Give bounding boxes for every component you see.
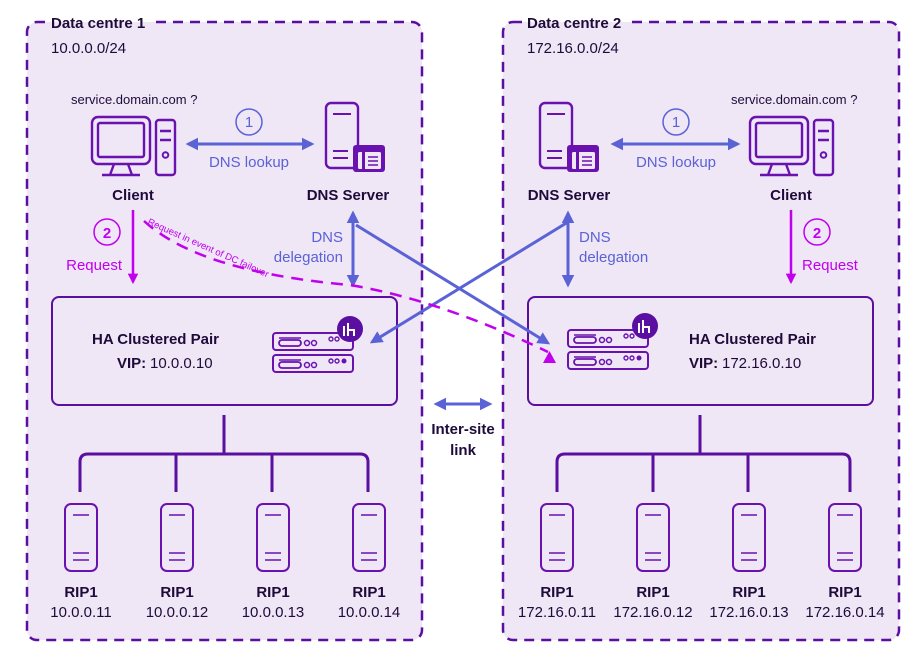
zone-2-rip-3-label: RIP1 bbox=[732, 584, 765, 601]
zone-1-client-label: Client bbox=[112, 187, 154, 204]
zone-2-rip-2-ip: 172.16.0.12 bbox=[613, 604, 692, 621]
zone-1-step-1-circle bbox=[235, 108, 263, 136]
zone-1-rip-3-label: RIP1 bbox=[256, 584, 289, 601]
zone-2-step-2-circle bbox=[803, 218, 831, 246]
zone-2-vip-label: VIP: bbox=[689, 355, 718, 372]
zone-1-dns-delegation-line1: DNS bbox=[311, 229, 343, 246]
zone-1-step-2-number: 2 bbox=[103, 225, 111, 242]
zone-2-client-query: service.domain.com ? bbox=[731, 92, 857, 107]
cross-dns-delegation-arrow-dc2-to-dc1 bbox=[369, 220, 569, 344]
zone-1-ha-pair-box bbox=[51, 296, 398, 406]
zone-2-request-label: Request bbox=[802, 257, 859, 274]
zone-2-dns-delegation-line2: delegation bbox=[579, 249, 648, 266]
zone-1-rip-1-ip: 10.0.0.11 bbox=[50, 604, 111, 621]
zone-1-title-bg bbox=[45, 22, 155, 34]
zone-1-dns-delegation-line2: delegation bbox=[274, 249, 343, 266]
zone-2-ha-title: HA Clustered Pair bbox=[689, 331, 816, 348]
zone-1-dns-server-label: DNS Server bbox=[307, 187, 390, 204]
zone-1-dns-lookup-label: DNS lookup bbox=[209, 154, 289, 171]
zone-2-vip-value: 172.16.0.10 bbox=[722, 355, 801, 372]
zone-1-rip-3-ip: 10.0.0.13 bbox=[242, 604, 305, 621]
zone-1-vip-label: VIP: bbox=[117, 355, 146, 372]
zone-1-rip-connectors bbox=[78, 415, 370, 492]
zone-2-rip-3-ip: 172.16.0.13 bbox=[709, 604, 788, 621]
zone-2-border bbox=[501, 20, 901, 642]
zone-1-rip-4-ip: 10.0.0.14 bbox=[338, 604, 401, 621]
zone-2-step-1-circle bbox=[662, 108, 690, 136]
zone-2-title-bg bbox=[522, 22, 632, 34]
inter-site-label-line2: link bbox=[450, 442, 476, 459]
data-centre-1-zone: Data centre 1 10.0.0.0/24 service.domain… bbox=[25, 12, 424, 642]
zone-1-title: Data centre 1 bbox=[51, 15, 145, 32]
zone-2-rip-4-ip: 172.16.0.14 bbox=[805, 604, 884, 621]
zone-1-request-label: Request bbox=[66, 257, 123, 274]
zone-1-subnet: 10.0.0.0/24 bbox=[51, 40, 126, 57]
zone-2-rip-connectors bbox=[555, 415, 852, 492]
zone-1-rip-list: RIP1 10.0.0.11 RIP1 10.0.0.12 RIP1 10.0.… bbox=[50, 503, 401, 621]
zone-2-rip-list: RIP1 172.16.0.11 RIP1 172.16.0.12 RIP1 1… bbox=[518, 503, 885, 621]
zone-2-step-2-number: 2 bbox=[813, 225, 821, 242]
zone-1-ha-title: HA Clustered Pair bbox=[92, 331, 219, 348]
zone-1-rip-2-ip: 10.0.0.12 bbox=[146, 604, 209, 621]
zone-2-step-1-number: 1 bbox=[672, 114, 680, 131]
zone-1-rip-1-label: RIP1 bbox=[64, 584, 97, 601]
failover-arrowhead bbox=[543, 351, 556, 363]
zone-2-client-label: Client bbox=[770, 187, 812, 204]
cross-dns-delegation-arrow-dc1-to-dc2 bbox=[355, 223, 551, 345]
zone-2-dns-delegation-line1: DNS bbox=[579, 229, 611, 246]
zone-1-border bbox=[25, 20, 424, 642]
zone-2-rip-1-ip: 172.16.0.11 bbox=[518, 604, 596, 621]
zone-2-dns-server-label: DNS Server bbox=[528, 187, 611, 204]
zone-1-rip-4-label: RIP1 bbox=[352, 584, 385, 601]
zone-2-title: Data centre 2 bbox=[527, 15, 621, 32]
zone-1-client-query: service.domain.com ? bbox=[71, 92, 197, 107]
zone-2-ha-pair-box bbox=[527, 296, 874, 406]
inter-site-label-line1: Inter-site bbox=[431, 421, 494, 438]
zone-2-rip-2-label: RIP1 bbox=[636, 584, 669, 601]
zone-1-vip-value: 10.0.0.10 bbox=[150, 355, 213, 372]
zone-1-rip-2-label: RIP1 bbox=[160, 584, 193, 601]
zone-2-rip-1-label: RIP1 bbox=[540, 584, 573, 601]
data-centre-2-zone: Data centre 2 172.16.0.0/24 DNS Server s… bbox=[501, 12, 901, 642]
zone-2-dns-lookup-label: DNS lookup bbox=[636, 154, 716, 171]
zone-2-rip-4-label: RIP1 bbox=[828, 584, 861, 601]
zone-1-step-2-circle bbox=[93, 218, 121, 246]
zone-2-subnet: 172.16.0.0/24 bbox=[527, 40, 619, 57]
zone-1-step-1-number: 1 bbox=[245, 114, 253, 131]
